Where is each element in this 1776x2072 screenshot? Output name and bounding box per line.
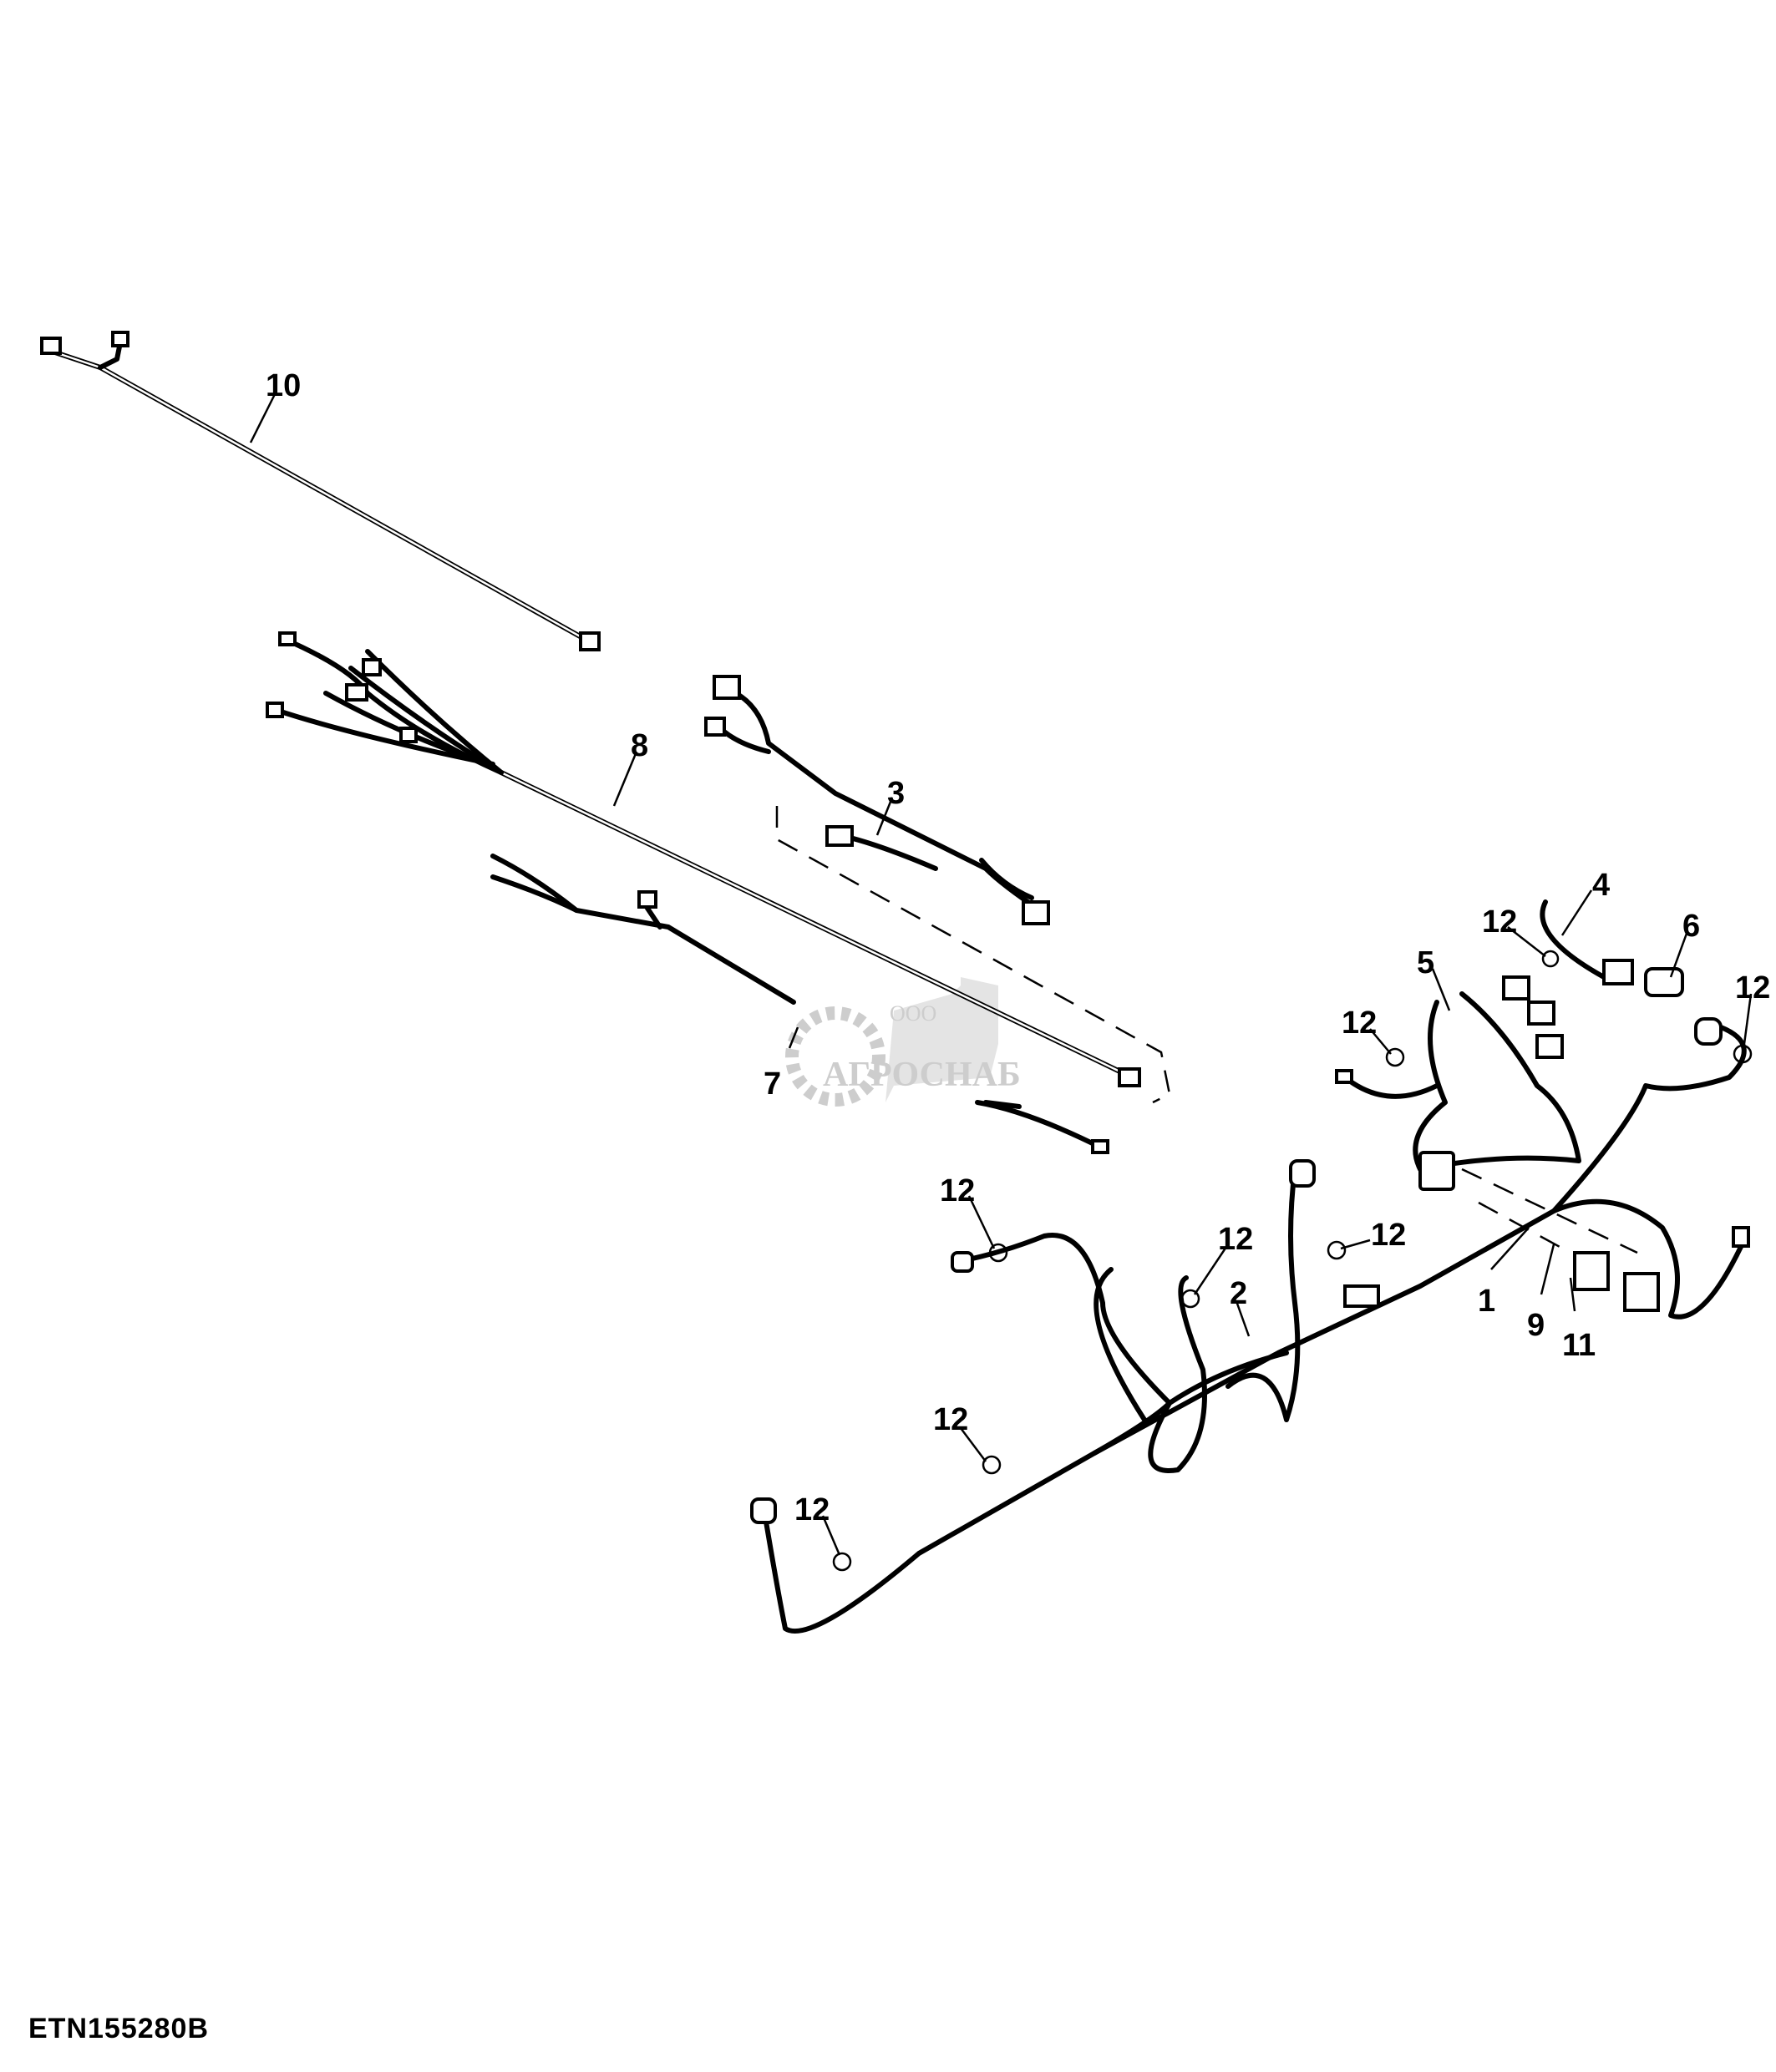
callout-9: 9 bbox=[1527, 1308, 1545, 1343]
leader-lines bbox=[249, 392, 1753, 1556]
callout-12: 12 bbox=[1735, 970, 1770, 1006]
callout-5: 5 bbox=[1417, 945, 1434, 980]
callout-3: 3 bbox=[887, 776, 905, 811]
callout-10: 10 bbox=[266, 368, 301, 403]
figure-id: ETN155280B bbox=[28, 2013, 210, 2044]
callout-6: 6 bbox=[1682, 909, 1700, 944]
callout-12: 12 bbox=[933, 1402, 968, 1437]
watermark-name-text: АГРОСНАБ bbox=[823, 1056, 1021, 1094]
callout-11: 11 bbox=[1562, 1328, 1596, 1363]
harness-part-7 bbox=[490, 854, 1109, 1154]
callout-12: 12 bbox=[940, 1173, 975, 1208]
callout-12: 12 bbox=[1482, 904, 1517, 940]
clips-part-12 bbox=[832, 950, 1753, 1572]
watermark-logo: ООО АГРОСНАБ bbox=[785, 977, 1021, 1107]
callout-1: 1 bbox=[1478, 1284, 1495, 1319]
watermark-small-text: ООО bbox=[890, 1001, 936, 1026]
harness-part-8 bbox=[266, 631, 1141, 1087]
callout-2: 2 bbox=[1230, 1276, 1247, 1311]
callout-7: 7 bbox=[764, 1066, 781, 1102]
callout-labels: 10 8 3 7 4 12 6 5 12 12 12 12 12 2 1 9 1… bbox=[266, 368, 1770, 1527]
callout-4: 4 bbox=[1592, 868, 1610, 903]
callout-12: 12 bbox=[1342, 1006, 1377, 1041]
harness-part-10 bbox=[40, 331, 601, 651]
callout-12: 12 bbox=[794, 1492, 830, 1527]
harness-parts-4-5-6 bbox=[1335, 899, 1723, 1191]
harness-part-2 bbox=[750, 1025, 1750, 1634]
callout-12: 12 bbox=[1218, 1222, 1253, 1257]
harness-part-3 bbox=[704, 675, 1171, 1104]
callout-8: 8 bbox=[631, 728, 648, 763]
callout-12: 12 bbox=[1371, 1218, 1406, 1253]
